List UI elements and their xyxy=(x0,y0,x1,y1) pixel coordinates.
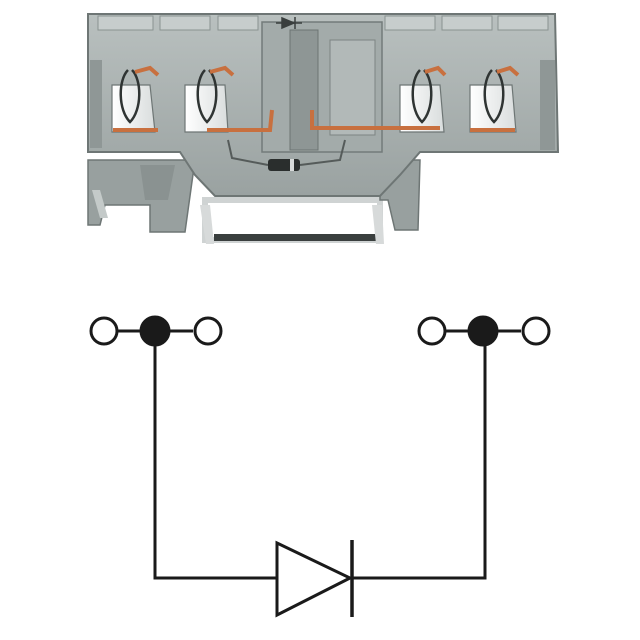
left-terminal-open-1 xyxy=(89,316,119,346)
terminal-block-illustration xyxy=(87,13,560,244)
schematic xyxy=(89,315,551,618)
left-terminal-connected xyxy=(139,315,171,347)
housing-top-ridges xyxy=(97,15,549,31)
left-terminal-open-2 xyxy=(193,316,223,346)
right-terminal-group xyxy=(417,315,551,347)
left-terminal-group xyxy=(89,315,223,347)
din-rail-foot xyxy=(200,197,384,244)
clamp-unit-3 xyxy=(399,65,447,133)
clamp-unit-2 xyxy=(184,65,274,133)
right-terminal-connected xyxy=(467,315,499,347)
din-rail xyxy=(214,234,376,241)
wire-right xyxy=(353,345,487,580)
diode-icon xyxy=(275,540,354,618)
busbar-right xyxy=(310,110,440,130)
wire-left xyxy=(153,345,277,580)
internal-diode xyxy=(227,139,346,171)
right-terminal-open-2 xyxy=(521,316,551,346)
clamp-unit-1 xyxy=(111,65,160,133)
clamp-unit-4 xyxy=(469,65,520,133)
diode-marking-icon xyxy=(276,16,302,30)
right-terminal-open-1 xyxy=(417,316,447,346)
